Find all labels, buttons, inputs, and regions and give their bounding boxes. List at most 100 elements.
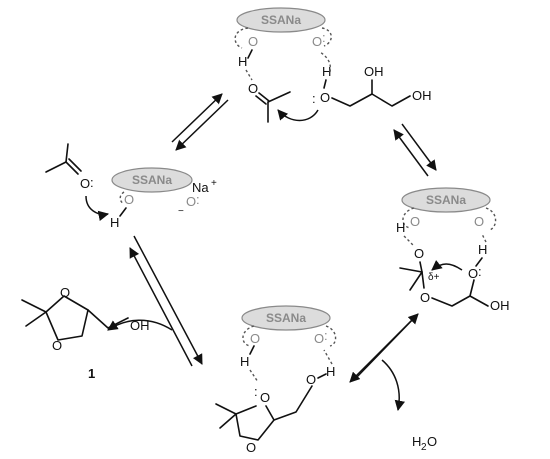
- hydrogen-bond: [481, 233, 487, 243]
- glycerol-chain: [331, 93, 411, 107]
- catalyst-pill: [111, 167, 193, 193]
- catalyst-oxygen: O: [248, 34, 258, 49]
- catalyst-label: SSANa: [266, 311, 306, 325]
- acidic-hydrogen: H: [240, 354, 249, 369]
- bond: [419, 261, 423, 273]
- catalyst-oxygen: O: [314, 331, 324, 346]
- ring-oxygen: O: [260, 390, 270, 405]
- lone-pair: :: [254, 384, 258, 399]
- catalyst-arc-left: [119, 191, 125, 205]
- carbonyl-bond: [255, 95, 267, 105]
- equilibrium-arrow: [355, 313, 419, 379]
- catalyst-arc-left: [242, 325, 255, 347]
- ether-oxygen: O: [420, 290, 430, 305]
- bond: [219, 413, 237, 429]
- bond: [25, 311, 47, 327]
- catalyst-label: SSANa: [132, 173, 172, 187]
- lone-pair: :: [322, 30, 326, 45]
- bond: [247, 49, 253, 59]
- carbonyl-bond: [68, 158, 82, 172]
- lone-pair: :: [324, 328, 328, 343]
- bond: [267, 91, 291, 103]
- hydroxyl-hydrogen: H: [326, 364, 335, 379]
- carbonyl-bond: [65, 161, 79, 175]
- equilibrium-arrow: [401, 123, 437, 171]
- step-top-complex: SSANa O O : H O H : O OH OH: [234, 7, 432, 123]
- bond: [409, 271, 423, 291]
- water-hydrogen: H: [412, 434, 421, 449]
- catalyst-oxygen: O: [124, 192, 134, 207]
- glycerol-oxygen: O: [320, 90, 330, 105]
- electron-push-arrow: [277, 109, 319, 122]
- catalyst-pill: [241, 305, 331, 331]
- lone-pair: :: [478, 264, 482, 279]
- bond: [45, 161, 67, 173]
- acetone-oxygen: O: [80, 176, 90, 191]
- catalyst-pill: [401, 187, 491, 213]
- acetone-oxygen: O: [248, 81, 258, 96]
- catalyst-pill: [236, 7, 326, 33]
- charge-minus: −: [178, 206, 184, 217]
- glycerol-chain: [431, 295, 489, 307]
- glycerol-hydrogen: H: [322, 64, 331, 79]
- lone-pair: :: [196, 192, 200, 207]
- bond: [119, 207, 127, 217]
- catalyst-oxygen: O: [312, 34, 322, 49]
- hydrogen-bond: [249, 369, 259, 383]
- equilibrium-arrow: [129, 247, 193, 367]
- bond: [469, 279, 475, 297]
- hydrogen-bond: [245, 69, 253, 81]
- catalyst-arc-right: [325, 325, 337, 347]
- charge-plus: +: [211, 178, 217, 189]
- water-oxygen: O: [427, 434, 437, 449]
- catalyst-arc-right: [485, 207, 497, 231]
- bond: [249, 345, 255, 355]
- intermediate-oxygen: O: [414, 246, 424, 261]
- step-bottom-ketal: SSANa O O : H : O O O H: [215, 305, 337, 455]
- ring-oxygen: O: [52, 338, 62, 353]
- hydroxyl-group: OH: [412, 88, 432, 103]
- bond: [475, 257, 483, 267]
- water-release-arrow: [381, 359, 405, 412]
- dioxolane-ring: [45, 295, 89, 341]
- catalyst-oxygen: O: [186, 194, 196, 209]
- bond: [421, 271, 425, 289]
- equilibrium-arrow: [175, 99, 229, 151]
- bond: [65, 143, 69, 163]
- bond: [399, 267, 423, 273]
- catalyst-oxygen: O: [474, 214, 484, 229]
- hydroxyl-hydrogen: H: [478, 242, 487, 257]
- product-release-arrow: [107, 319, 173, 331]
- compound-number: 1: [88, 366, 95, 381]
- bond: [323, 79, 327, 89]
- hydroxyl-oxygen: O: [468, 266, 478, 281]
- electron-push-arrow: [85, 195, 110, 221]
- hydrogen-bond: [403, 235, 415, 247]
- bond: [317, 373, 327, 379]
- catalyst-label: SSANa: [261, 13, 301, 27]
- water-subscript: 2: [421, 442, 427, 453]
- partial-positive-charge: δ+: [428, 272, 440, 283]
- step-right-intermediate: SSANa O O H O δ+ O O : H OH: [396, 187, 510, 313]
- catalyst-oxygen: O: [410, 214, 420, 229]
- dioxolane-ring: [235, 405, 275, 441]
- catalyst-label: SSANa: [426, 193, 466, 207]
- lone-pair: :: [90, 175, 94, 190]
- hydroxyl-oxygen: O: [306, 372, 316, 387]
- catalyst-hydrogen: H: [110, 215, 119, 230]
- bond: [273, 385, 313, 421]
- carbonyl-bond: [258, 92, 270, 102]
- ring-oxygen: O: [60, 285, 70, 300]
- byproduct-water: H 2 O: [412, 434, 437, 453]
- acidic-hydrogen: H: [238, 54, 247, 69]
- equilibrium-arrow: [133, 235, 203, 365]
- hydroxyl-group: OH: [490, 298, 510, 313]
- catalyst-arc-left: [234, 27, 249, 49]
- electron-push-arrow: [431, 259, 463, 271]
- bond: [87, 309, 129, 329]
- hydroxyl-group: OH: [130, 318, 150, 333]
- acidic-hydrogen: H: [396, 220, 405, 235]
- catalyst-arc-left: [402, 207, 415, 229]
- step-left-catalyst: O : SSANa Na + O O : − H: [45, 143, 217, 230]
